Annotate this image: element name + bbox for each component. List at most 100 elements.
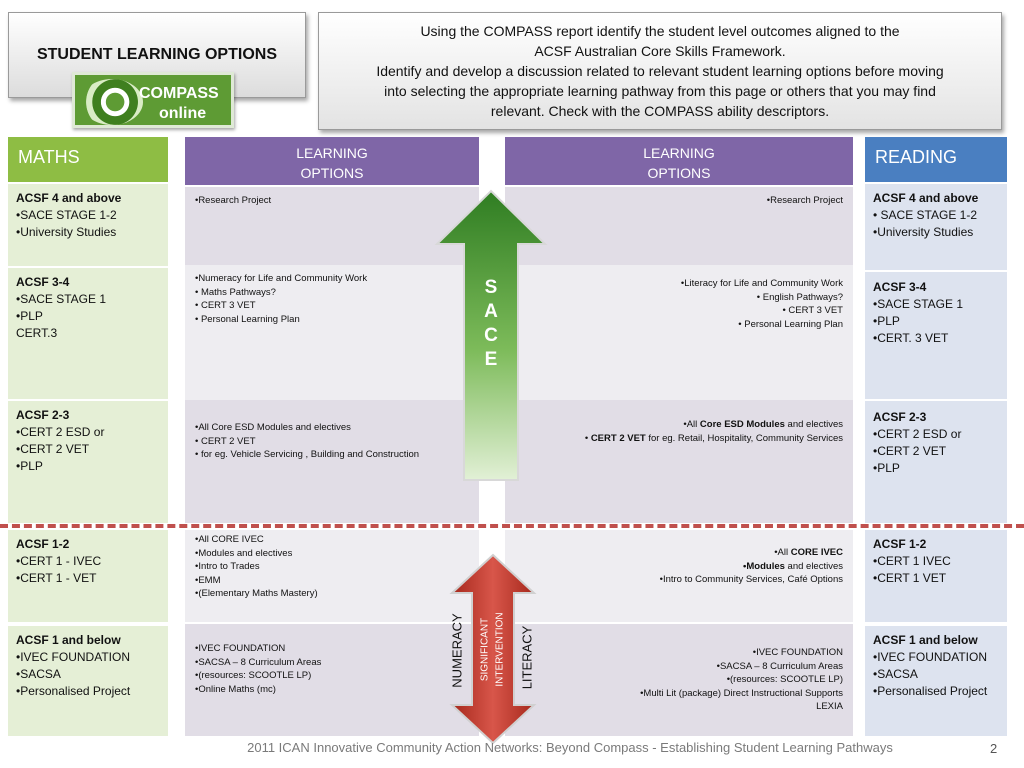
maths-header: MATHS bbox=[8, 137, 168, 182]
level-item: •Personalised Project bbox=[873, 684, 988, 698]
sace-letter: C bbox=[484, 325, 498, 346]
option-item: • for eg. Vehicle Servicing , Building a… bbox=[195, 449, 420, 460]
intervention-label: INTERVENTION bbox=[494, 612, 506, 687]
level-item: • SACE STAGE 1-2 bbox=[873, 208, 978, 222]
maths-option-cell: •All Core ESD Modules and electives • CE… bbox=[185, 400, 479, 523]
reading-header: READING bbox=[865, 137, 1007, 182]
level-item: •CERT 1 - VET bbox=[16, 571, 97, 585]
option-item: •Research Project bbox=[766, 195, 843, 206]
sace-letter: E bbox=[484, 349, 498, 370]
level-item: •SACSA bbox=[16, 667, 61, 681]
option-item: •Modules and electives bbox=[515, 560, 843, 574]
option-text: •All bbox=[683, 419, 700, 430]
reading-option-cell: •All CORE IVEC •Modules and electives •I… bbox=[505, 530, 853, 622]
level-item: •CERT. 3 VET bbox=[873, 331, 949, 345]
instruction-line: Identify and develop a discussion relate… bbox=[376, 63, 944, 79]
reading-option-cell: •All Core ESD Modules and electives • CE… bbox=[505, 400, 853, 523]
maths-option-cell: •IVEC FOUNDATION •SACSA – 8 Curriculum A… bbox=[185, 624, 479, 736]
level-heading: ACSF 4 and above bbox=[16, 191, 122, 205]
option-item: LEXIA bbox=[816, 701, 843, 712]
reading-level-cell: ACSF 2-3 •CERT 2 ESD or •CERT 2 VET •PLP bbox=[865, 401, 1007, 523]
level-item: •PLP bbox=[16, 459, 43, 473]
level-item: •PLP bbox=[873, 461, 900, 475]
options-header-line: LEARNING bbox=[296, 145, 368, 161]
option-text: and electives bbox=[784, 419, 843, 430]
option-item: •(Elementary Maths Mastery) bbox=[195, 588, 318, 599]
intervention-double-arrow-icon bbox=[449, 553, 537, 745]
level-item: •University Studies bbox=[16, 225, 117, 239]
option-item: • Personal Learning Plan bbox=[738, 318, 843, 330]
option-item: •IVEC FOUNDATION bbox=[752, 647, 843, 658]
level-item: •CERT 1 - IVEC bbox=[16, 554, 102, 568]
option-item: • CERT 3 VET bbox=[195, 300, 256, 311]
maths-level-cell: ACSF 1-2 •CERT 1 - IVEC •CERT 1 - VET bbox=[8, 530, 168, 622]
option-item: • Personal Learning Plan bbox=[195, 313, 300, 325]
option-item: •SACSA – 8 Curriculum Areas bbox=[195, 656, 322, 668]
option-item: •Modules and electives bbox=[195, 547, 293, 559]
sace-letter: A bbox=[484, 301, 498, 322]
options-header-line: OPTIONS bbox=[300, 165, 364, 181]
footer-text: 2011 ICAN Innovative Community Action Ne… bbox=[247, 740, 893, 755]
maths-level-cell: ACSF 1 and below •IVEC FOUNDATION •SACSA… bbox=[8, 626, 168, 736]
compass-logo: COMPASS online bbox=[72, 72, 234, 128]
level-heading: ACSF 4 and above bbox=[873, 191, 979, 205]
option-item: •(resources: SCOOTLE LP) bbox=[195, 670, 312, 681]
level-heading: ACSF 3-4 bbox=[873, 280, 927, 294]
option-item: • English Pathways? bbox=[756, 291, 843, 303]
option-item: • Maths Pathways? bbox=[195, 286, 276, 298]
instructions-box: Using the COMPASS report identify the st… bbox=[318, 12, 1002, 130]
option-item: •Online Maths (mc) bbox=[195, 683, 276, 695]
option-text: for eg. Retail, Hospitality, Community S… bbox=[645, 432, 843, 444]
option-item: •EMM bbox=[195, 574, 221, 586]
maths-level-cell: ACSF 2-3 •CERT 2 ESD or •CERT 2 VET •PLP bbox=[8, 401, 168, 523]
option-item: • CERT 2 VET for eg. Retail, Hospitality… bbox=[515, 432, 843, 446]
instruction-line: relevant. Check with the COMPASS ability… bbox=[490, 103, 830, 119]
logo-text-compass: COMPASS bbox=[139, 85, 219, 102]
page-title: STUDENT LEARNING OPTIONS bbox=[36, 46, 277, 63]
level-heading: ACSF 2-3 bbox=[16, 408, 70, 422]
option-text: and electives bbox=[784, 560, 843, 572]
maths-option-cell: •Numeracy for Life and Community Work • … bbox=[185, 265, 479, 400]
option-item: •All CORE IVEC bbox=[195, 534, 264, 545]
level-item: •CERT 1 VET bbox=[873, 571, 947, 585]
level-item: •IVEC FOUNDATION bbox=[873, 650, 987, 664]
option-text: •All bbox=[774, 547, 791, 558]
option-text-bold: CERT 2 VET bbox=[590, 432, 646, 444]
level-item: •SACE STAGE 1-2 bbox=[16, 208, 117, 222]
maths-options-header: LEARNING OPTIONS bbox=[185, 137, 479, 185]
level-heading: ACSF 3-4 bbox=[16, 275, 70, 289]
maths-level-cell: ACSF 3-4 •SACE STAGE 1 •PLP CERT.3 bbox=[8, 268, 168, 399]
logo-text-online: online bbox=[159, 105, 207, 122]
maths-level-cell: ACSF 4 and above •SACE STAGE 1-2 •Univer… bbox=[8, 184, 168, 266]
option-item: •All Core ESD Modules and electives bbox=[195, 422, 351, 433]
level-item: •IVEC FOUNDATION bbox=[16, 650, 130, 664]
sace-letter: S bbox=[484, 277, 498, 298]
level-item: CERT.3 bbox=[16, 326, 58, 340]
sace-label: S A C E bbox=[478, 276, 504, 372]
option-item: • CERT 3 VET bbox=[782, 305, 843, 316]
reading-level-cell: ACSF 4 and above • SACE STAGE 1-2 •Unive… bbox=[865, 184, 1007, 270]
page-number: 2 bbox=[990, 741, 998, 756]
instruction-line: into selecting the appropriate learning … bbox=[384, 83, 936, 99]
level-item: •CERT 2 ESD or bbox=[16, 425, 105, 439]
reading-level-cell: ACSF 1 and below •IVEC FOUNDATION •SACSA… bbox=[865, 626, 1007, 736]
level-heading: ACSF 1 and below bbox=[873, 633, 978, 647]
instruction-line: Using the COMPASS report identify the st… bbox=[420, 23, 900, 39]
option-item: •IVEC FOUNDATION bbox=[195, 643, 286, 654]
maths-option-cell: •All CORE IVEC •Modules and electives •I… bbox=[185, 530, 479, 622]
level-item: •Personalised Project bbox=[16, 684, 131, 698]
option-item: •All Core ESD Modules and electives bbox=[515, 418, 843, 432]
maths-option-cell: •Research Project bbox=[185, 187, 479, 265]
reading-option-cell: •Research Project bbox=[505, 187, 853, 265]
level-item: •CERT 2 VET bbox=[873, 444, 947, 458]
compass-swirl-icon bbox=[81, 79, 143, 125]
reading-option-cell: •Literacy for Life and Community Work • … bbox=[505, 265, 853, 400]
option-item: •Numeracy for Life and Community Work bbox=[195, 273, 368, 284]
options-header-line: LEARNING bbox=[643, 145, 715, 161]
option-item: •Multi Lit (package) Direct Instructiona… bbox=[640, 687, 843, 699]
divider-dashed-line bbox=[0, 524, 1024, 528]
option-item: •Research Project bbox=[195, 195, 272, 206]
literacy-label: LITERACY bbox=[519, 625, 535, 690]
option-item: •Intro to Community Services, Café Optio… bbox=[659, 574, 843, 585]
level-item: •CERT 1 IVEC bbox=[873, 554, 951, 568]
